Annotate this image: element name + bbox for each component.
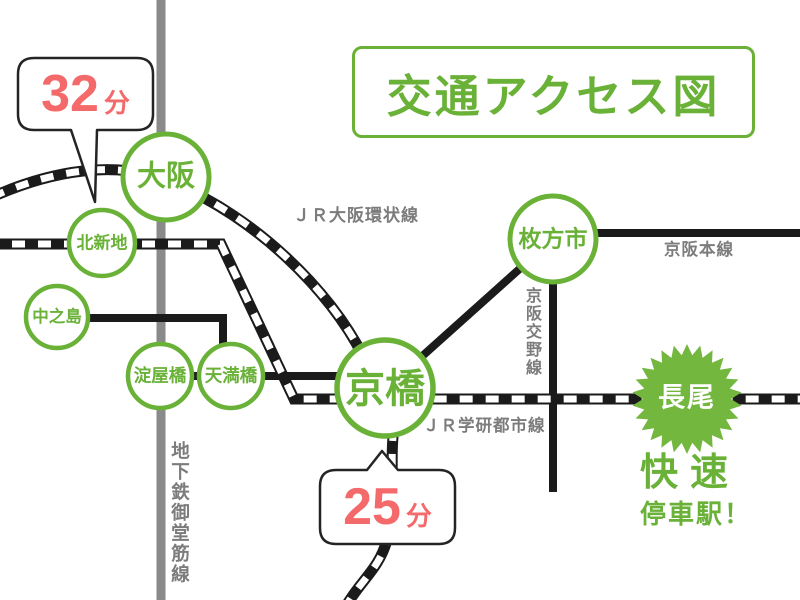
osaka-time-unit: 分: [103, 88, 130, 118]
keihan-nakanoshima-line: [86, 314, 227, 352]
station-circle-temmabashi: [196, 341, 266, 411]
kyobashi-time-bubble: [318, 449, 457, 546]
station-circle-kyobashi: [334, 337, 436, 439]
osaka-time-bubble-content: 32 分: [18, 58, 153, 130]
kyobashi-time-bubble-content: 25 分: [320, 470, 455, 544]
kyobashi-time-value: 25: [343, 478, 401, 536]
line-label-midosuji: 地下鉄御堂筋線: [169, 441, 191, 585]
rapid-badge-line2: 停車駅！: [639, 499, 753, 529]
line-label-keihan-katano: 京阪交野線: [523, 287, 540, 377]
station-circle-osaka: [120, 131, 212, 223]
station-label-osaka: 大阪: [136, 160, 196, 193]
rapid-badge-line1: 快速: [639, 452, 741, 494]
osaka-time-bubble: [16, 56, 155, 204]
line-label-keihan-main: 京阪本線: [664, 241, 734, 259]
map-title-text: 交通アクセス図: [386, 71, 721, 122]
osaka-time-value: 32: [41, 65, 99, 123]
station-circle-kitashinchi: [66, 207, 138, 279]
map-title: 交通アクセス図: [352, 46, 755, 138]
station-label-temmabashi: 天満橋: [204, 365, 258, 386]
nagao-star-badge: [632, 344, 742, 454]
station-circle-yodoyabashi: [125, 341, 195, 411]
station-label-kitashinchi: 北新地: [76, 233, 128, 253]
station-circle-nakanoshima: [23, 283, 91, 351]
station-label-yodoyabashi: 淀屋橋: [133, 365, 187, 386]
station-circle-hirakatashi: [507, 193, 599, 285]
station-label-kyobashi: 京橋: [345, 366, 425, 411]
line-label-jr-osaka-loop: ＪＲ大阪環状線: [293, 206, 419, 225]
kyobashi-time-unit: 分: [405, 501, 432, 531]
station-label-nakanoshima: 中之島: [32, 307, 82, 326]
station-label-nagao: 長尾: [658, 382, 716, 413]
line-label-jr-gakkentoshi: ＪＲ学研都市線: [423, 417, 546, 435]
station-label-hirakatashi: 枚方市: [518, 225, 588, 252]
